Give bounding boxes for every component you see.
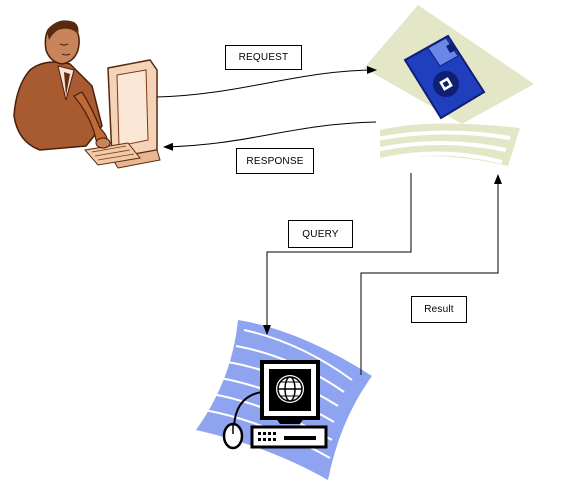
request-arrow <box>156 66 377 98</box>
response-label: RESPONSE <box>236 148 314 174</box>
globe-computer-icon <box>196 320 372 480</box>
query-label: QUERY <box>288 220 353 248</box>
response-arrow <box>163 121 377 151</box>
query-arrow <box>263 173 412 335</box>
request-label: REQUEST <box>225 45 302 70</box>
floppy-disk-icon <box>364 5 534 166</box>
person-at-computer-icon <box>13 20 161 169</box>
result-arrow <box>360 174 502 375</box>
result-label: Result <box>411 296 467 323</box>
